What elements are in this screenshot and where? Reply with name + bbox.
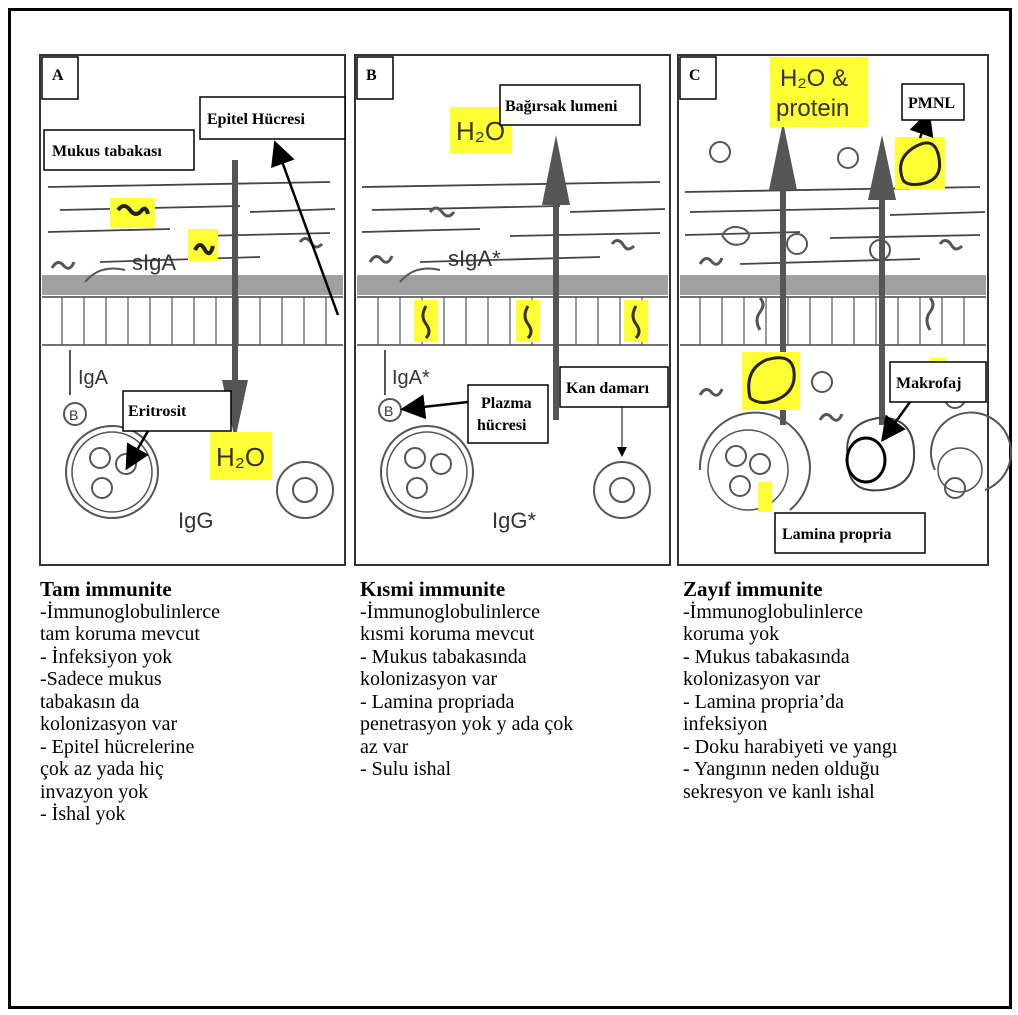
caption-title-a: Tam immunite — [40, 578, 360, 601]
caption-line: koruma yok — [683, 623, 1003, 646]
panel-b: H₂O sIgA* IgA* B IgG* B Bağırsak lumeni … — [355, 55, 670, 565]
caption-title-c: Zayıf immunite — [683, 578, 1003, 601]
makrofaj-label: Makrofaj — [896, 375, 961, 392]
caption-line: - Epitel hücrelerine — [40, 736, 360, 759]
caption-line: infeksiyon — [683, 713, 1003, 736]
caption-line: - Doku harabiyeti ve yangı — [683, 736, 1003, 759]
caption-c: Zayıf immunite -İmmunoglobulinlerce koru… — [683, 578, 1003, 803]
iga-label-b: IgA* — [392, 367, 430, 389]
mukus-label: Mukus tabakası — [52, 143, 162, 160]
panel-letter-b: B — [366, 67, 377, 84]
caption-line: - Lamina propria’da — [683, 691, 1003, 714]
epitel-label: Epitel Hücresi — [207, 111, 305, 128]
siga-label-b: sIgA* — [448, 246, 501, 271]
caption-line: tam koruma mevcut — [40, 623, 360, 646]
caption-line: - Lamina propriada — [360, 691, 680, 714]
lumen-label: Bağırsak lumeni — [505, 98, 618, 115]
panel-a: sIgA IgA B IgG H₂O A Epitel Hücresi Muku… — [40, 55, 345, 565]
caption-line: - Sulu ishal — [360, 758, 680, 781]
caption-line: - Mukus tabakasında — [683, 646, 1003, 669]
igg-label-b: IgG* — [492, 508, 536, 533]
caption-line: -Sadece mukus — [40, 668, 360, 691]
caption-line: tabakasın da — [40, 691, 360, 714]
caption-line: çok az yada hiç — [40, 758, 360, 781]
caption-line: - İshal yok — [40, 803, 360, 826]
caption-line: kolonizasyon var — [40, 713, 360, 736]
plazma-label-1: Plazma — [481, 395, 532, 412]
caption-line: kısmi koruma mevcut — [360, 623, 680, 646]
caption-line: -İmmunoglobulinlerce — [360, 601, 680, 624]
caption-line: kolonizasyon var — [683, 668, 1003, 691]
caption-line: invazyon yok — [40, 781, 360, 804]
igg-label-a: IgG — [178, 508, 213, 533]
immunity-diagram: sIgA IgA B IgG H₂O A Epitel Hücresi Muku… — [0, 0, 1018, 575]
b-cell-label-a: B — [69, 407, 78, 423]
caption-a: Tam immunite -İmmunoglobulinlerce tam ko… — [40, 578, 360, 826]
caption-b: Kısmi immunite -İmmunoglobulinlerce kısm… — [360, 578, 680, 781]
caption-title-b: Kısmi immunite — [360, 578, 680, 601]
protein-label-c: protein — [776, 95, 849, 122]
lamina-label: Lamina propria — [782, 526, 892, 543]
water-label-a: H₂O — [216, 442, 265, 472]
water-label-c: H₂O & — [780, 65, 848, 92]
eritrosit-label: Eritrosit — [128, 403, 187, 420]
caption-line: penetrasyon yok y ada çok — [360, 713, 680, 736]
caption-line: kolonizasyon var — [360, 668, 680, 691]
siga-label-a: sIgA — [132, 250, 176, 275]
caption-line: sekresyon ve kanlı ishal — [683, 781, 1003, 804]
caption-line: - Yangının neden olduğu — [683, 758, 1003, 781]
caption-line: az var — [360, 736, 680, 759]
iga-label-a: IgA — [78, 367, 109, 389]
panel-c: H₂O & protein C PMNL Makrofaj Lamin — [678, 55, 1011, 565]
kan-damari-label: Kan damarı — [566, 380, 650, 397]
caption-line: - İnfeksiyon yok — [40, 646, 360, 669]
b-cell-label-b: B — [384, 403, 393, 419]
pmnl-label: PMNL — [908, 95, 955, 112]
plazma-label-2: hücresi — [477, 417, 527, 434]
panel-letter-c: C — [689, 67, 701, 84]
caption-line: -İmmunoglobulinlerce — [40, 601, 360, 624]
caption-line: - Mukus tabakasında — [360, 646, 680, 669]
water-label-b: H₂O — [456, 116, 505, 146]
panel-letter-a: A — [52, 67, 64, 84]
caption-line: -İmmunoglobulinlerce — [683, 601, 1003, 624]
